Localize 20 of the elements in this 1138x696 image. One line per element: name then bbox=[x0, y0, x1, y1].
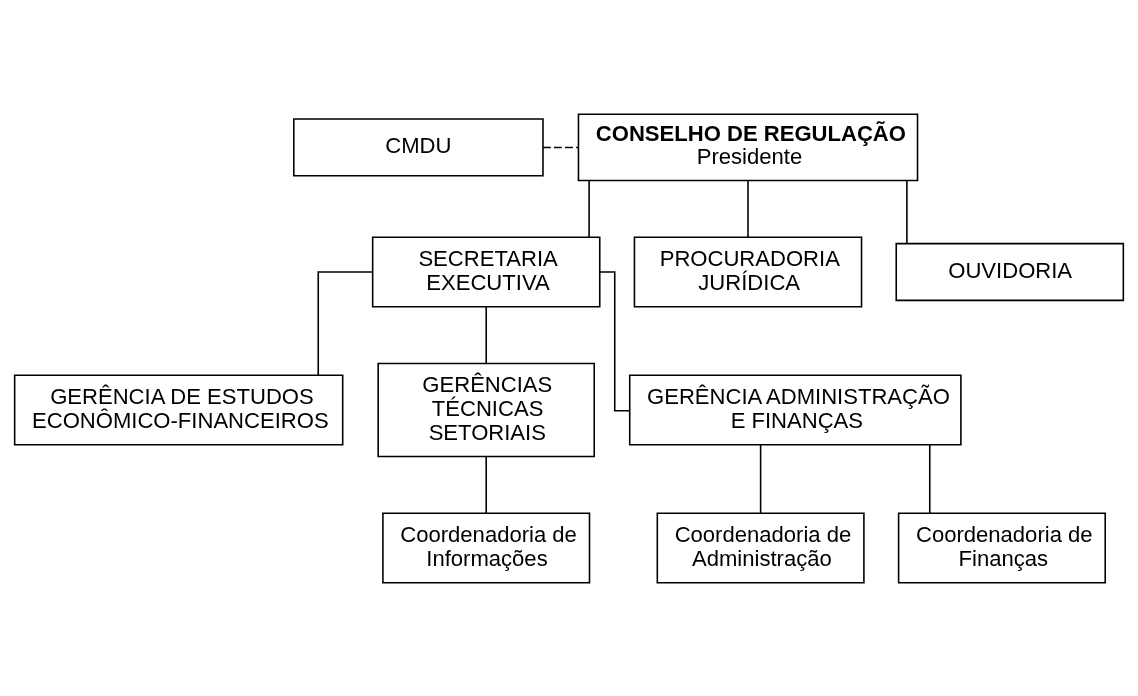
node-box: OUVIDORIA bbox=[895, 242, 1125, 301]
connector bbox=[542, 146, 579, 148]
connector bbox=[485, 305, 487, 364]
node-box: Coordenadoria de Finanças bbox=[897, 512, 1106, 583]
connector bbox=[928, 443, 931, 514]
node-box: PROCURADORIA JURÍDICA bbox=[633, 236, 863, 307]
node-box: GERÊNCIA DE ESTUDOS ECONÔMICO-FINANCEIROS bbox=[13, 374, 344, 445]
connector bbox=[317, 270, 374, 376]
node-box: CMDU bbox=[293, 117, 544, 177]
node-box: CONSELHO DE REGULAÇÃO Presidente bbox=[577, 113, 919, 181]
node-box: GERÊNCIAS TÉCNICAS SETORIAIS bbox=[377, 362, 595, 457]
connector bbox=[747, 179, 749, 238]
node-box: SECRETARIA EXECUTIVA bbox=[371, 236, 601, 307]
node-box: Coordenadoria de Administração bbox=[656, 512, 865, 583]
connector bbox=[485, 455, 487, 514]
connector bbox=[759, 443, 762, 514]
connector bbox=[906, 179, 908, 244]
node-box: Coordenadoria de Informações bbox=[382, 512, 591, 583]
node-box: GERÊNCIA ADMINISTRAÇÃO E FINANÇAS bbox=[628, 374, 962, 445]
connector bbox=[588, 179, 590, 238]
